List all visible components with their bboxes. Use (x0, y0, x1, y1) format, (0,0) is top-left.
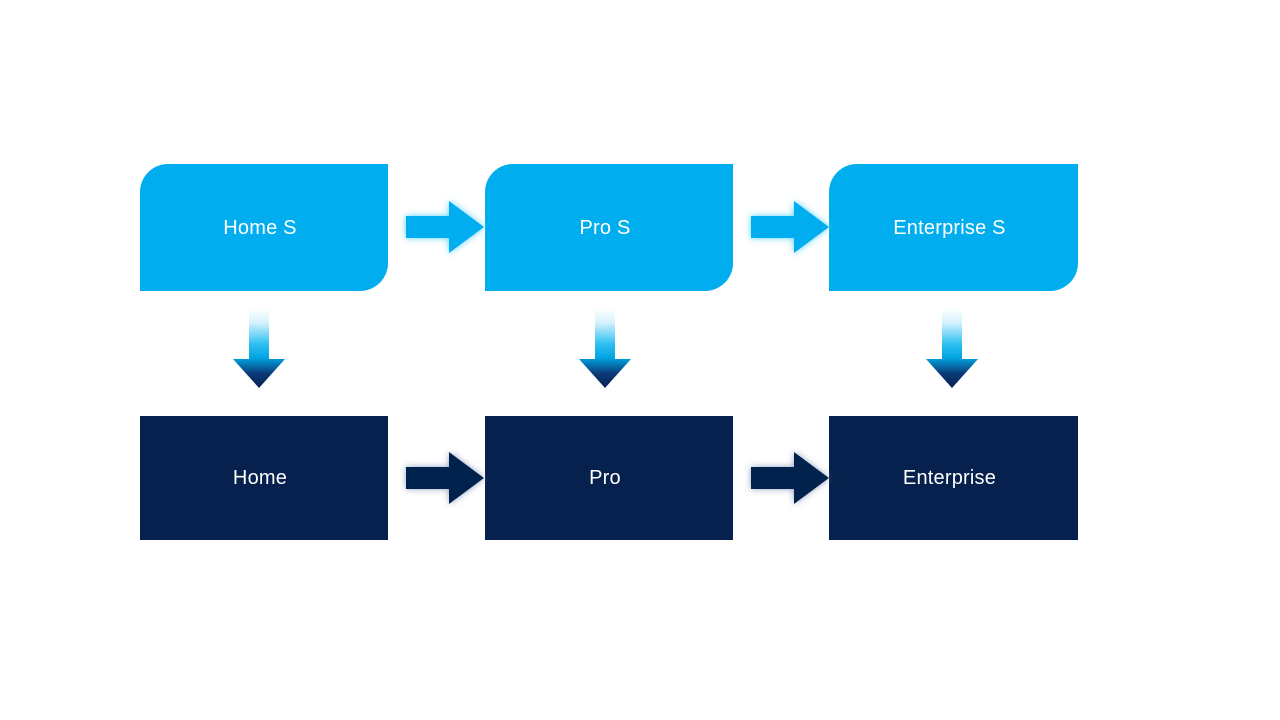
node-pro-s[interactable]: Pro S (485, 164, 733, 291)
node-home-s[interactable]: Home S (140, 164, 388, 291)
connector-pro-to-enterprise (751, 450, 829, 506)
arrow-right-icon (406, 452, 484, 504)
arrow-right-icon (406, 201, 484, 253)
arrow-right-icon (751, 452, 829, 504)
node-home-s-label: Home S (223, 216, 297, 239)
arrow-down-icon (233, 308, 285, 388)
connector-home-to-pro (406, 450, 484, 506)
node-pro[interactable]: Pro (485, 416, 733, 540)
node-enterprise-s[interactable]: Enterprise S (829, 164, 1078, 291)
connector-home-s-to-pro-s (406, 199, 484, 255)
node-enterprise-s-label: Enterprise S (893, 216, 1006, 239)
arrow-down-icon (579, 308, 631, 388)
node-enterprise-label: Enterprise (902, 467, 997, 489)
node-pro-s-label: Pro S (579, 216, 631, 239)
node-pro-label: Pro (589, 467, 621, 489)
node-enterprise[interactable]: Enterprise (829, 416, 1078, 540)
arrow-right-icon (751, 201, 829, 253)
node-home[interactable]: Home (140, 416, 388, 540)
connector-home-s-to-home (229, 308, 289, 388)
connector-enterprise-s-to-enterprise (922, 308, 982, 388)
node-home-label: Home (232, 467, 288, 489)
connector-pro-s-to-pro (575, 308, 635, 388)
arrow-down-icon (926, 308, 978, 388)
connector-pro-s-to-enterprise-s (751, 199, 829, 255)
